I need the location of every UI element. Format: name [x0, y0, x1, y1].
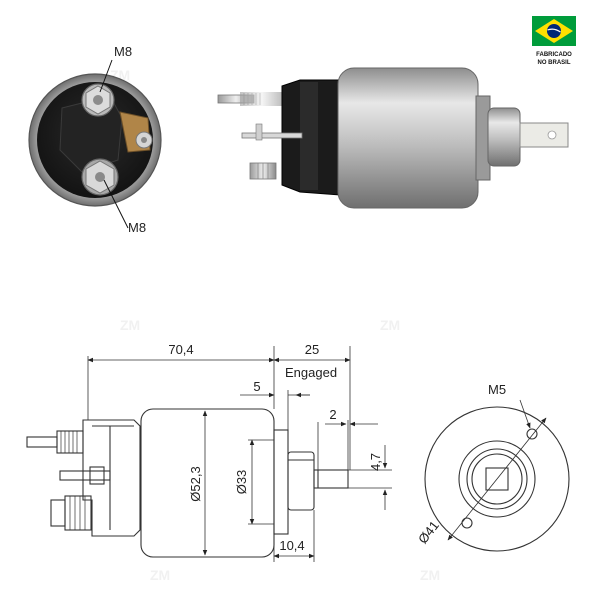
dim-total-length: 70,4	[168, 342, 193, 357]
dim-stroke: 25	[305, 342, 319, 357]
dim-engaged-label: Engaged	[285, 365, 337, 380]
side-view-drawing	[26, 408, 349, 558]
brazil-flag-band	[547, 28, 561, 33]
dim-tab-thickness: 2	[329, 407, 336, 422]
top-stud-m8	[81, 83, 115, 117]
dim-tab-width: 4,7	[368, 453, 383, 471]
made-in-brazil-badge: FABRICADO NO BRASIL	[532, 16, 576, 66]
watermark: ZM	[420, 567, 440, 583]
label-m8-bottom: M8	[128, 220, 146, 235]
front-face-photo: M8 M8	[28, 44, 162, 235]
dim-plunger-offset: 10,4	[279, 538, 304, 553]
bottom-stud-m8	[81, 158, 119, 196]
side-view-photo	[217, 67, 569, 209]
plunger-tab	[519, 122, 569, 148]
dim-inner-diameter: Ø33	[234, 470, 249, 495]
brazil-flag-globe	[547, 24, 561, 38]
badge-line-2: NO BRASIL	[538, 60, 571, 66]
dim-mount-diameter: Ø41	[415, 518, 442, 547]
watermark: ZM	[380, 317, 400, 333]
rear-view-drawing	[424, 399, 570, 552]
badge-line-1: FABRICADO	[536, 52, 572, 58]
small-terminal	[135, 131, 153, 149]
dim-body-diameter: Ø52,3	[188, 466, 203, 501]
dimension-lines	[87, 346, 392, 562]
label-m8-top: M8	[114, 44, 132, 59]
watermark: ZM	[150, 567, 170, 583]
dim-gap: 5	[253, 379, 260, 394]
watermark: ZM	[120, 317, 140, 333]
dim-thread: M5	[488, 382, 506, 397]
